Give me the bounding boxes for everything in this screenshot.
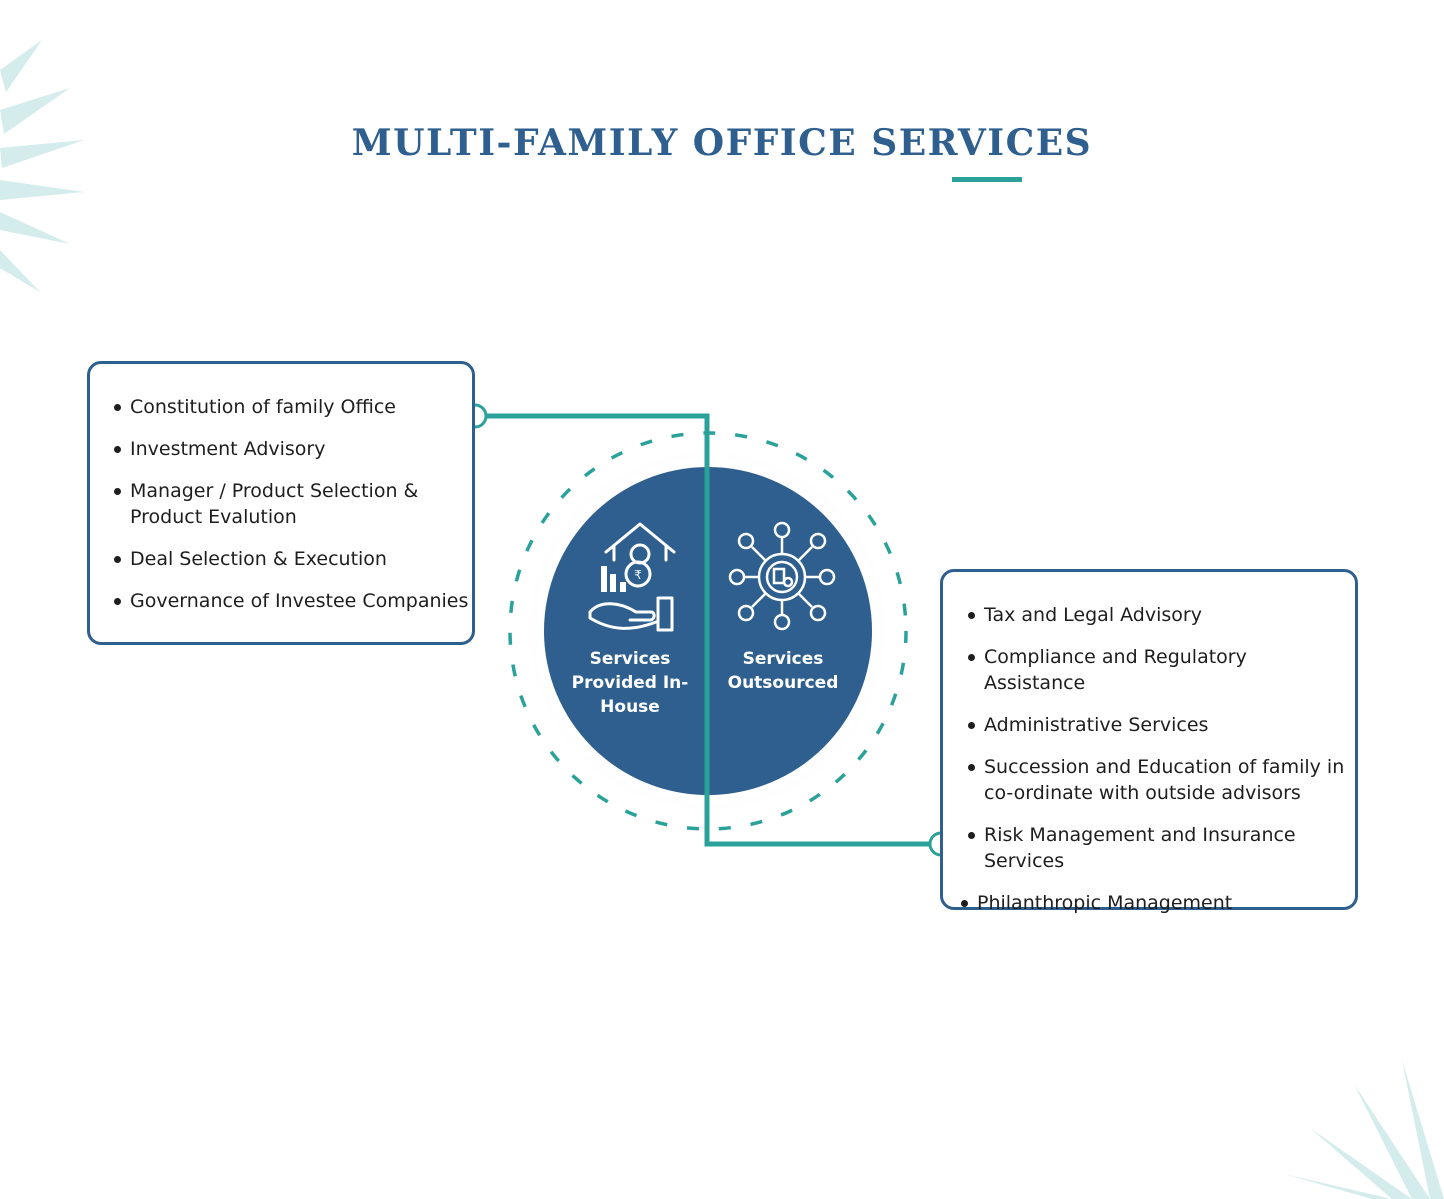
bullet-icon — [114, 488, 121, 495]
list-item: Philanthropic Management — [961, 890, 1354, 916]
list-item: Deal Selection & Execution — [114, 546, 470, 572]
list-item-text: Governance of Investee Companies — [130, 590, 469, 612]
list-item-text: Philanthropic Management — [977, 892, 1233, 914]
list-item: Investment Advisory — [114, 436, 470, 462]
in-house-services-list: Constitution of family Office Investment… — [114, 394, 470, 630]
list-item: Succession and Education of family in co… — [968, 754, 1354, 806]
label-outsourced: Services Outsourced — [727, 649, 839, 693]
list-item-text: Risk Management and Insurance Services — [984, 824, 1296, 872]
bullet-icon — [114, 404, 121, 411]
svg-text:₹: ₹ — [634, 568, 642, 582]
network-hub-icon — [728, 521, 836, 631]
outsourced-services-box: Tax and Legal Advisory Compliance and Re… — [940, 569, 1358, 914]
label-in-house: Services Provided In-House — [571, 649, 689, 717]
outsourced-services-list: Tax and Legal Advisory Compliance and Re… — [961, 602, 1354, 932]
bullet-icon — [114, 598, 121, 605]
page-title: MULTI-FAMILY OFFICE SERVICES — [351, 122, 1093, 164]
list-item-text: Investment Advisory — [130, 438, 326, 460]
connector-line — [475, 413, 941, 847]
list-item-text: Succession and Education of family in co… — [984, 756, 1345, 804]
bullet-icon — [114, 446, 121, 453]
house-money-hand-icon: ₹ — [588, 522, 676, 632]
list-item: Compliance and Regulatory Assistance — [968, 644, 1354, 696]
decorative-leaves-bottom-right — [1284, 1060, 1444, 1199]
list-item: Manager / Product Selection & Product Ev… — [114, 478, 470, 530]
list-item: Governance of Investee Companies — [114, 588, 470, 614]
list-item-text: Constitution of family Office — [130, 396, 396, 418]
list-item-text: Administrative Services — [984, 714, 1209, 736]
bullet-icon — [968, 654, 975, 661]
bullet-icon — [961, 900, 968, 907]
decorative-leaves-top-left — [0, 40, 84, 292]
list-item: Administrative Services — [968, 712, 1354, 738]
list-item-text: Manager / Product Selection & Product Ev… — [130, 480, 419, 528]
bullet-icon — [968, 764, 975, 771]
list-item: Constitution of family Office — [114, 394, 470, 420]
bullet-icon — [968, 832, 975, 839]
list-item-text: Compliance and Regulatory Assistance — [984, 646, 1247, 694]
list-item-text: Tax and Legal Advisory — [984, 604, 1202, 626]
list-item: Tax and Legal Advisory — [968, 602, 1354, 628]
bullet-icon — [968, 612, 975, 619]
bullet-icon — [114, 556, 121, 563]
list-item-text: Deal Selection & Execution — [130, 548, 387, 570]
title-underline — [952, 177, 1022, 182]
list-item: Risk Management and Insurance Services — [968, 822, 1354, 874]
in-house-services-box: Constitution of family Office Investment… — [87, 361, 475, 645]
bullet-icon — [968, 722, 975, 729]
